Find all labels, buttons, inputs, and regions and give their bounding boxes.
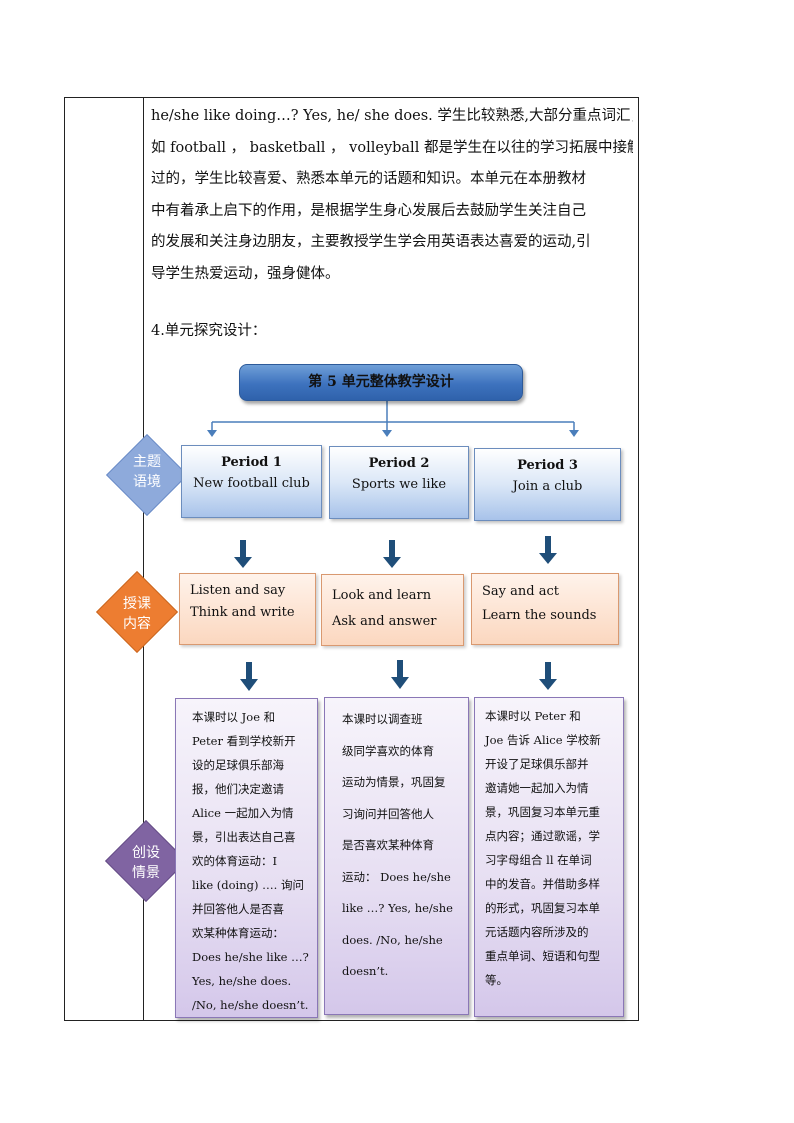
scene-box-1: 本课时以 Joe 和 Peter 看到学校新开 设的足球俱乐部海 报，他们决定邀…	[175, 698, 318, 1018]
paragraph-line: 中有着承上启下的作用，是根据学生身心发展后去鼓励学生关注自己	[151, 202, 586, 219]
lesson-box-2: Look and learn Ask and answer	[321, 574, 464, 646]
table-border	[64, 97, 639, 1021]
theme-label: 主题 语境	[133, 454, 161, 490]
paragraph-line: 的发展和关注身边朋友，主要教授学生学会用英语表达喜爱的运动,引	[151, 234, 591, 250]
table-column-divider	[143, 97, 144, 1021]
lesson-box-1: Listen and say Think and write	[179, 573, 316, 645]
paragraph-line: 导学生热爱运动，强身健体。	[151, 265, 340, 282]
scene-box-3: 本课时以 Peter 和 Joe 告诉 Alice 学校新 开设了足球俱乐部并 …	[474, 697, 624, 1017]
diagram-title: 第 5 单元整体教学设计	[239, 364, 523, 401]
lesson-box-3: Say and act Learn the sounds	[471, 573, 619, 645]
scene-box-2: 本课时以调查班 级同学喜欢的体育 运动为情景，巩固复 习询问并回答他人 是否喜欢…	[324, 697, 469, 1015]
period-box-1: Period 1 New football club	[181, 445, 322, 518]
paragraph-line: he/she like doing…? Yes, he/ she does. 学…	[151, 108, 633, 124]
paragraph-line: 过的，学生比较喜爱、熟悉本单元的话题和知识。本单元在本册教材	[151, 171, 586, 187]
unit-analysis-paragraph: he/she like doing…? Yes, he/ she does. 学…	[151, 101, 633, 290]
content-label: 授课 内容	[123, 596, 151, 632]
period-box-2: Period 2 Sports we like	[329, 446, 469, 519]
scene-label: 创设 情景	[132, 845, 160, 881]
period-box-3: Period 3 Join a club	[474, 448, 621, 521]
section-heading: 4.单元探究设计：	[151, 323, 267, 339]
paragraph-line: 如 football ， basketball ， volleyball 都是学…	[151, 139, 633, 156]
